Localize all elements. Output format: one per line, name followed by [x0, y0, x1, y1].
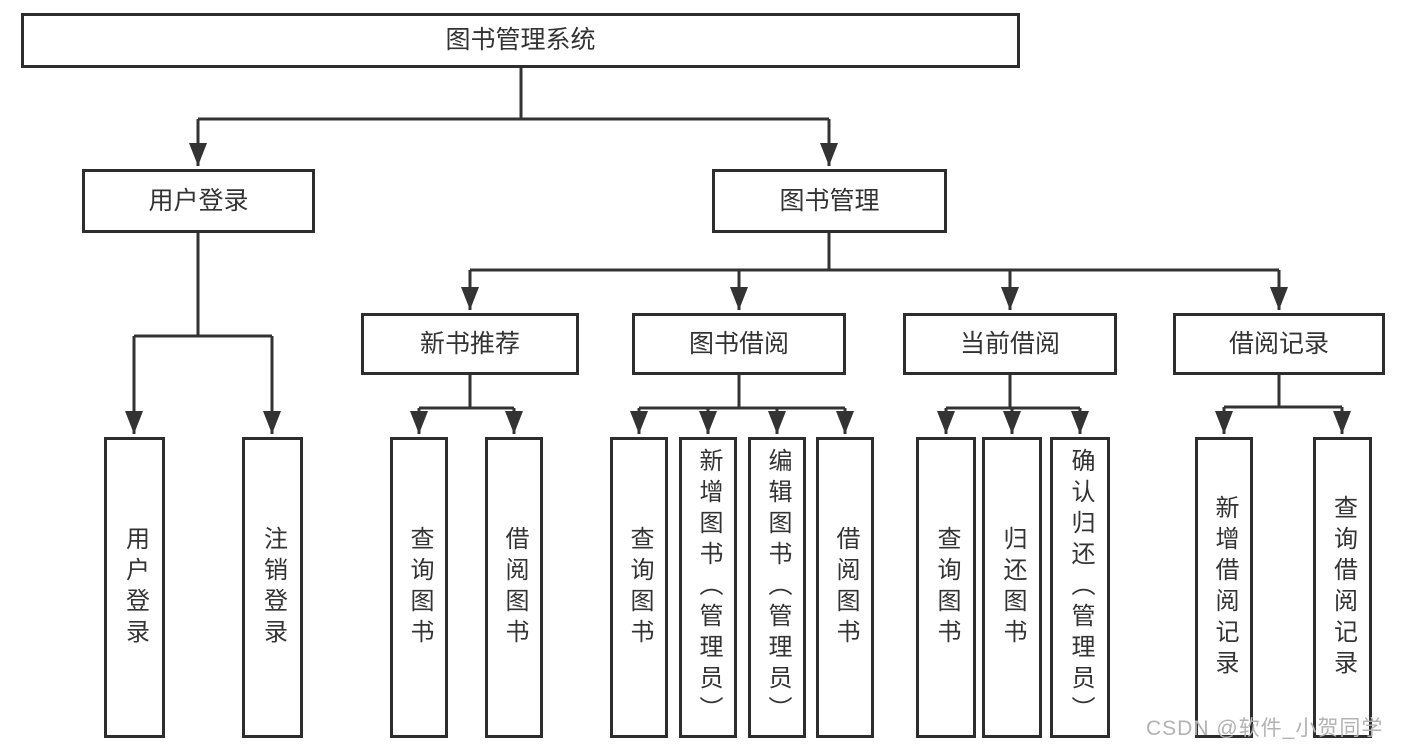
node-book-borrow-label: 图书借阅	[688, 329, 789, 358]
leaf-current-query: 查询图书	[916, 437, 976, 738]
leaf-current-confirm-admin: 确认归还（管理员）	[1050, 437, 1110, 738]
leaf-user-login: 用户登录	[104, 437, 165, 738]
leaf-borrow-add-admin: 新增图书（管理员）	[679, 437, 737, 738]
leaf-borrow-add-admin-label: 新增图书（管理员）	[695, 448, 722, 727]
leaf-borrow-borrow: 借阅图书	[816, 437, 874, 738]
node-book-management-label: 图书管理	[779, 186, 880, 215]
node-root-label: 图书管理系统	[445, 26, 596, 54]
connector-root-stem	[198, 68, 829, 121]
leaf-borrow-edit-admin-label: 编辑图书（管理员）	[764, 448, 791, 727]
leaf-current-confirm-admin-label: 确认归还（管理员）	[1067, 448, 1094, 727]
csdn-watermark: CSDN @软件_小贺同学	[1146, 717, 1384, 740]
leaf-newbook-borrow-label: 借阅图书	[501, 525, 528, 650]
connector-current-stem	[946, 375, 1080, 410]
node-current-borrow: 当前借阅	[903, 313, 1117, 375]
leaf-current-return-label: 归还图书	[999, 525, 1026, 650]
node-book-borrow: 图书借阅	[632, 313, 846, 375]
leaf-records-add: 新增借阅记录	[1195, 437, 1253, 738]
leaf-current-return: 归还图书	[982, 437, 1042, 738]
connector-borrow-stem	[639, 375, 845, 410]
leaf-user-login-label: 用户登录	[121, 525, 149, 650]
node-current-borrow-label: 当前借阅	[959, 329, 1060, 358]
leaf-newbook-query: 查询图书	[390, 437, 448, 738]
leaf-logout-label: 注销登录	[259, 525, 287, 650]
leaf-logout: 注销登录	[242, 437, 303, 738]
node-new-book-recommend-label: 新书推荐	[419, 329, 520, 358]
leaf-records-query: 查询借阅记录	[1313, 437, 1372, 738]
connector-login-stem	[134, 233, 272, 338]
leaf-borrow-edit-admin: 编辑图书（管理员）	[748, 437, 806, 738]
connector-mgmt-stem	[470, 233, 1279, 272]
leaf-borrow-query-label: 查询图书	[626, 525, 653, 650]
node-book-management: 图书管理	[712, 169, 947, 233]
connector-records-stem	[1224, 375, 1342, 409]
leaf-records-add-label: 新增借阅记录	[1211, 494, 1238, 681]
leaf-borrow-query: 查询图书	[610, 437, 668, 738]
node-borrow-records-label: 借阅记录	[1228, 329, 1329, 358]
leaf-newbook-borrow: 借阅图书	[485, 437, 543, 738]
connector-newbook-stem	[419, 375, 514, 410]
leaf-newbook-query-label: 查询图书	[406, 525, 433, 650]
node-user-login-label: 用户登录	[148, 186, 249, 215]
node-new-book-recommend: 新书推荐	[361, 313, 579, 375]
leaf-borrow-borrow-label: 借阅图书	[832, 525, 859, 650]
node-root: 图书管理系统	[21, 13, 1020, 68]
leaf-records-query-label: 查询借阅记录	[1329, 494, 1357, 681]
node-borrow-records: 借阅记录	[1173, 313, 1385, 375]
node-user-login: 用户登录	[82, 169, 315, 233]
leaf-current-query-label: 查询图书	[933, 525, 960, 650]
